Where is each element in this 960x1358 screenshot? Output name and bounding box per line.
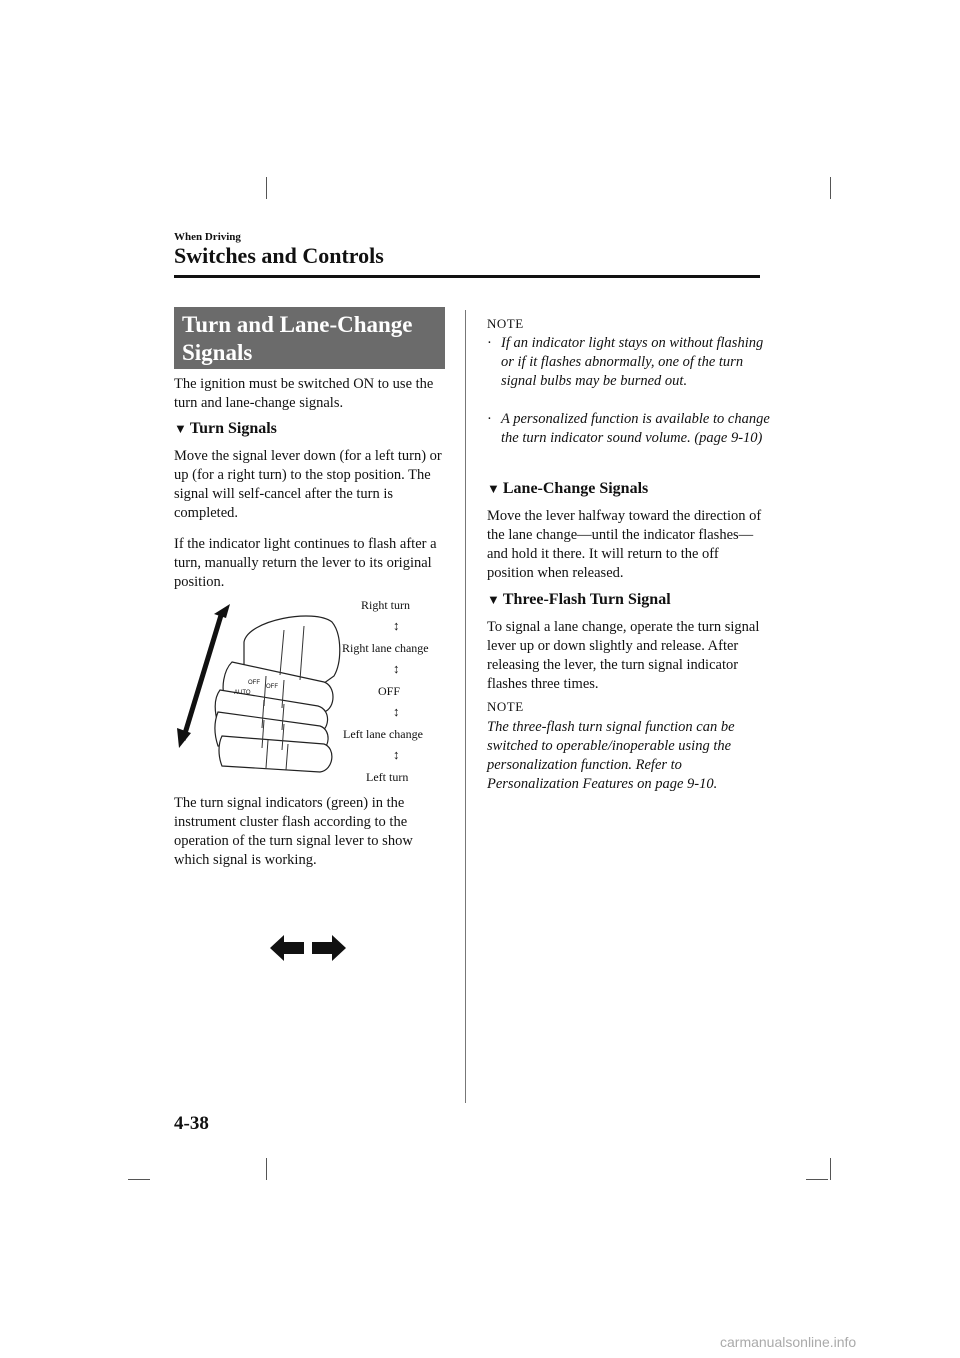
switch-mark: OFF: [248, 680, 260, 686]
note-label: NOTE: [487, 316, 524, 331]
header-rule: [174, 275, 760, 278]
crop-mark: [266, 177, 267, 199]
turn-signals-heading-text: Turn Signals: [189, 420, 277, 437]
right-arrow-icon: [312, 935, 346, 961]
note-bullet-text: A personalized function is available to …: [501, 411, 770, 446]
three-flash-paragraph: To signal a lane change, operate the tur…: [487, 619, 760, 692]
label-left-lane-change: Left lane change: [343, 727, 423, 741]
page-number: 4-38: [174, 1113, 209, 1134]
switch-mark: AUTO: [234, 690, 251, 696]
watermark: carmanualsonline.info: [720, 1334, 857, 1350]
page-title: Switches and Controls: [174, 243, 384, 268]
turn-signal-lever-illustration: OFF AUTO OFF: [177, 604, 341, 773]
bullet-dot: ·: [487, 411, 492, 427]
column-divider: [465, 310, 466, 1103]
updown-arrow-icon: ↕: [393, 747, 400, 762]
left-arrow-icon: [270, 935, 304, 961]
indicators-paragraph: The turn signal indicators (green) in th…: [174, 795, 413, 868]
triangle-icon: ▼: [487, 592, 500, 607]
turn-signals-return-paragraph: If the indicator light continues to flas…: [174, 536, 437, 590]
note-text: The three-flash turn signal function can…: [487, 719, 735, 792]
crop-mark: [266, 1158, 267, 1180]
bullet-dot: ·: [487, 335, 492, 351]
turn-indicator-icons: [270, 933, 350, 968]
lane-change-heading-text: Lane-Change Signals: [502, 480, 649, 497]
note-label: NOTE: [487, 699, 524, 714]
label-right-lane-change: Right lane change: [342, 641, 429, 655]
triangle-icon: ▼: [487, 481, 500, 496]
intro-paragraph: The ignition must be switched ON to use …: [174, 376, 434, 411]
updown-arrow-icon: ↕: [393, 618, 400, 633]
crop-mark: [830, 177, 831, 199]
label-right-turn: Right turn: [361, 598, 411, 612]
updown-arrow-icon: ↕: [393, 661, 400, 676]
turn-signals-heading: ▼Turn Signals: [174, 420, 277, 438]
three-flash-heading: ▼Three-Flash Turn Signal: [487, 591, 671, 609]
label-left-turn: Left turn: [366, 770, 409, 784]
note-bullet-text: If an indicator light stays on without f…: [501, 335, 764, 389]
section-label: When Driving: [174, 231, 241, 243]
crop-mark: [830, 1158, 831, 1180]
crop-mark: [128, 1179, 150, 1180]
section-title-box: Turn and Lane-Change Signals: [174, 307, 445, 369]
turn-signals-paragraph: Move the signal lever down (for a left t…: [174, 448, 442, 521]
three-flash-heading-text: Three-Flash Turn Signal: [502, 591, 671, 608]
label-off: OFF: [378, 684, 401, 698]
section-title-line1: Turn and Lane-Change: [182, 312, 413, 337]
note-bullet: · A personalized function is available t…: [487, 410, 772, 448]
updown-arrow-icon: ↕: [393, 704, 400, 719]
switch-mark: OFF: [266, 684, 278, 690]
triangle-icon: ▼: [174, 421, 187, 436]
note-bullet: · If an indicator light stays on without…: [487, 334, 772, 391]
turn-signal-figure: OFF AUTO OFF: [174, 590, 454, 790]
lane-change-paragraph: Move the lever halfway toward the direct…: [487, 508, 762, 581]
lane-change-heading: ▼Lane-Change Signals: [487, 480, 648, 498]
crop-mark: [806, 1179, 828, 1180]
section-title-line2: Signals: [182, 340, 253, 365]
double-arrow-icon: [177, 604, 230, 748]
